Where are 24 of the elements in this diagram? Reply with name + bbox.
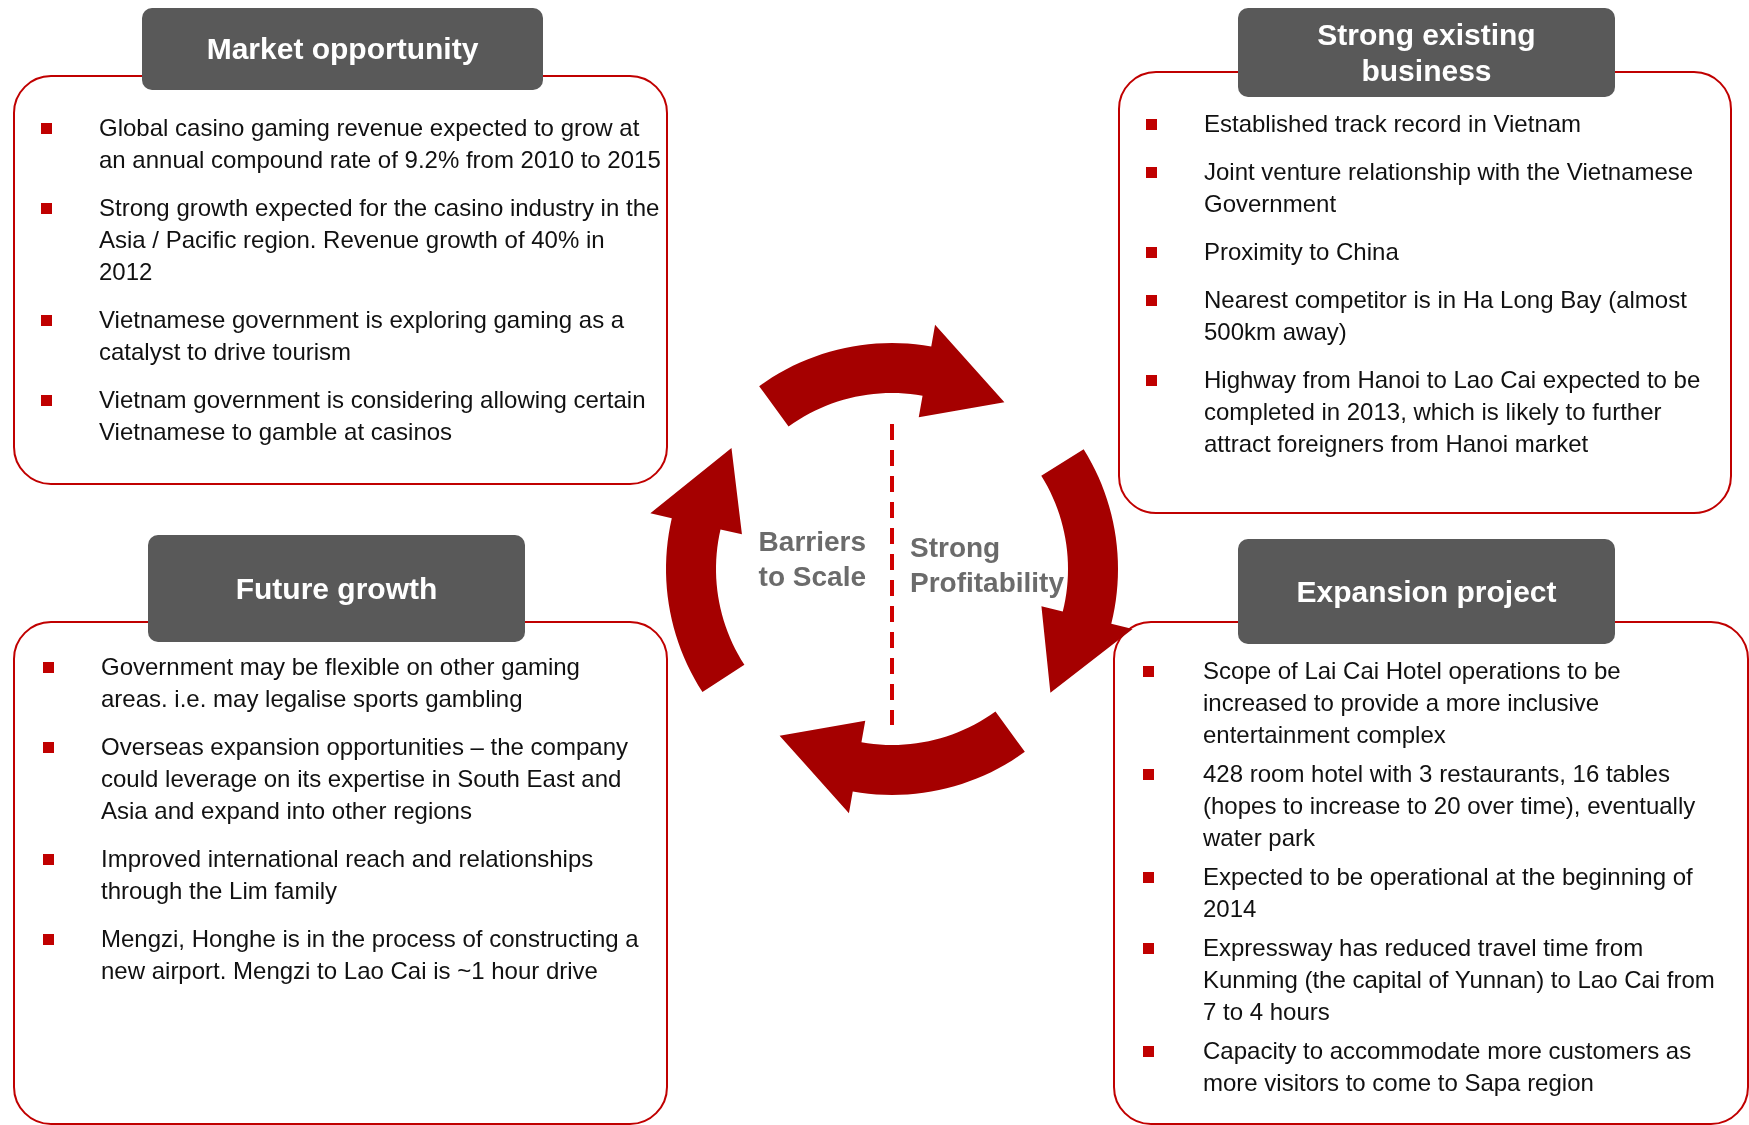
bullet-text: Scope of Lai Cai Hotel operations to be increased to provide a more inclusive entertainment complex — [1203, 656, 1622, 750]
cycle-label: Strong Profitability — [910, 531, 1065, 600]
bullet-text: Strong growth expected for the casino industry in the Asia / Pacific region. Revenue growth of 40% in 2012 — [99, 193, 661, 287]
bullet-text: Global casino gaming revenue expected to grow at an annual compound rate of 9.2% from 2010 to 2015 — [99, 113, 661, 175]
bullet-text: Highway from Hanoi to Lao Cai expected to be completed in 2013, which is likely to further attract foreigners from Hanoi market — [1204, 365, 1702, 459]
bullet-text: Expressway has reduced travel time from Kunming (the capital of Yunnan) to Lao Cai from 7 to 4 hours — [1203, 933, 1716, 1027]
bullet-text: Expected to be operational at the beginning of 2014 — [1203, 862, 1694, 924]
panel-heading: Strong existing business — [1238, 8, 1615, 97]
bullet-text: Nearest competitor is in Ha Long Bay (almost 500km away) — [1204, 285, 1688, 347]
bullet-text: Government may be flexible on other gaming areas. i.e. may legalise sports gambling — [101, 652, 581, 714]
bullet-text: Joint venture relationship with the Vietnamese Government — [1204, 157, 1695, 219]
panel-heading: Market opportunity — [142, 8, 543, 90]
bullet-text: 428 room hotel with 3 restaurants, 16 tables (hopes to increase to 20 over time), eventually water park — [1203, 759, 1697, 853]
panel-heading: Future growth — [148, 535, 525, 642]
bullet-text: Overseas expansion opportunities – the company could leverage on its expertise in South East and Asia and expand into other regions — [101, 732, 629, 826]
bullet-text: Mengzi, Honghe is in the process of constructing a new airport. Mengzi to Lao Cai is ~1 hour drive — [101, 924, 640, 986]
bullet-text: Proximity to China — [1204, 237, 1400, 267]
bullet-text: Improved international reach and relationships through the Lim family — [101, 844, 595, 906]
bullet-text: Established track record in Vietnam — [1204, 109, 1583, 139]
cycle-label: Barriers to Scale — [757, 525, 866, 594]
bullet-text: Capacity to accommodate more customers as more visitors to come to Sapa region — [1203, 1036, 1693, 1098]
panel-heading: Expansion project — [1238, 539, 1615, 644]
bullet-text: Vietnamese government is exploring gaming as a catalyst to drive tourism — [99, 305, 626, 367]
bullet-text: Vietnam government is considering allowing certain Vietnamese to gamble at casinos — [99, 385, 647, 447]
